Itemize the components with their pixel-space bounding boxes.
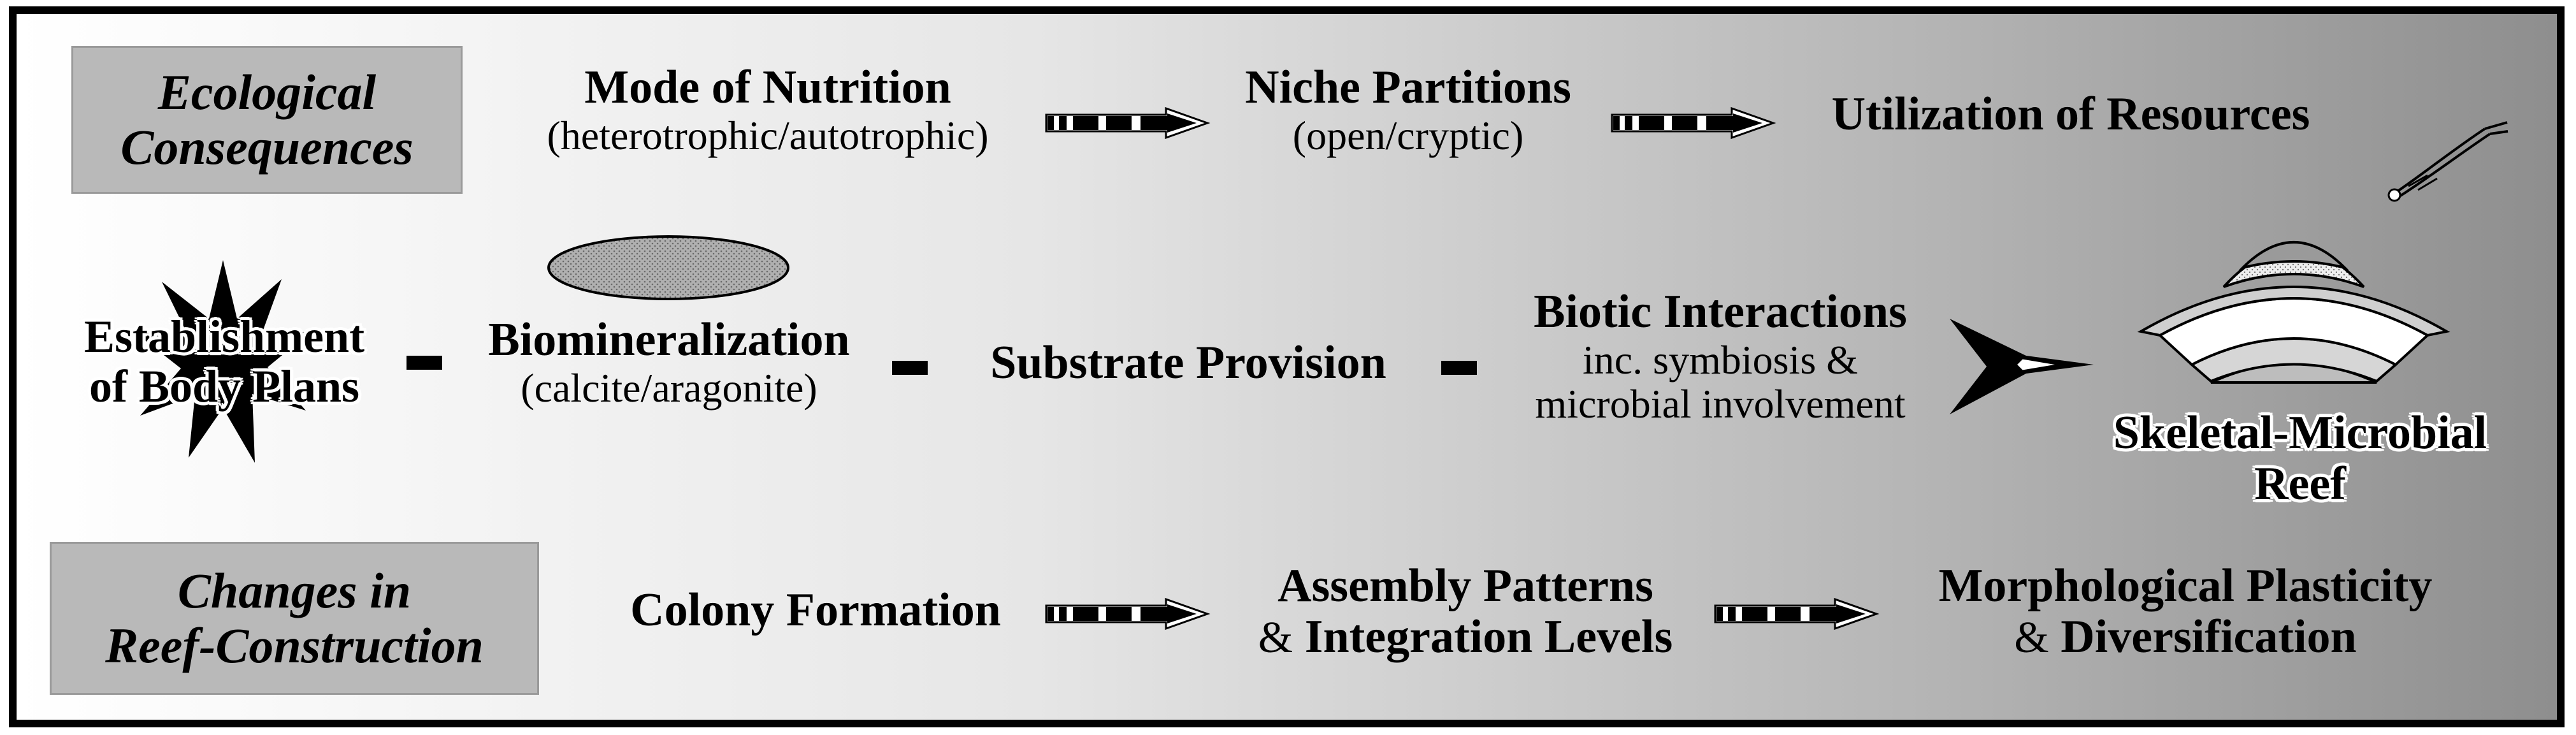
reef-construction-line1: Changes in <box>177 563 412 619</box>
biomineral-ellipse <box>547 235 789 300</box>
diver-icon <box>2387 121 2508 202</box>
connector-dash-2 <box>892 361 928 375</box>
morphological-line1: Morphological Plasticity <box>1938 560 2433 612</box>
assembly-patterns-line2-wrap: & Integration Levels <box>1211 610 1720 663</box>
body-plans-node: Establishment of Body Plans <box>59 312 390 412</box>
colony-formation: Colony Formation <box>630 584 1001 636</box>
integration-levels: Integration Levels <box>1304 610 1673 663</box>
connector-dash-3 <box>1441 361 1477 375</box>
body-plans-line2: of Body Plans <box>89 360 360 412</box>
skeletal-microbial-reef: Skeletal-Microbial Reef <box>2083 407 2517 510</box>
utilization-of-resources: Utilization of Resources <box>1831 88 2310 140</box>
ecological-label-line1: Ecological <box>157 64 377 120</box>
biotic-interactions-node: Biotic Interactions inc. symbiosis & mic… <box>1485 286 1956 427</box>
reef-result-line1: Skeletal-Microbial <box>2113 407 2487 459</box>
body-plans-line1: Establishment <box>83 311 365 362</box>
niche-partitions-node: Niche Partitions (open/cryptic) <box>1211 62 1606 157</box>
dashed-arrow-1 <box>1045 106 1211 140</box>
dashed-arrow-3 <box>1045 597 1211 630</box>
biotic-interactions-sub1: inc. symbiosis & <box>1582 337 1859 382</box>
biomineralization-node: Biomineralization (calcite/aragonite) <box>459 314 879 411</box>
biotic-interactions-title: Biotic Interactions <box>1534 286 1907 338</box>
ecological-consequences-label: Ecological Consequences <box>71 46 463 194</box>
biomineralization-sub: (calcite/aragonite) <box>521 365 817 411</box>
biomineralization-title: Biomineralization <box>488 314 850 366</box>
assembly-amp: & <box>1258 613 1293 662</box>
assembly-patterns-line1: Assembly Patterns <box>1277 560 1653 612</box>
dashed-arrow-2 <box>1611 106 1776 140</box>
diversification: Diversification <box>2061 610 2357 663</box>
reef-mound-icon <box>2137 241 2450 384</box>
dashed-arrow-4 <box>1714 597 1880 630</box>
substrate-provision: Substrate Provision <box>990 337 1386 389</box>
assembly-patterns-node: Assembly Patterns & Integration Levels <box>1211 560 1720 663</box>
morphological-line2-wrap: & Diversification <box>1880 610 2491 663</box>
niche-partitions-sub: (open/cryptic) <box>1292 112 1524 158</box>
starburst-icon <box>134 260 311 463</box>
reef-construction-line2: Reef-Construction <box>105 618 484 673</box>
connector-dash-1 <box>407 356 442 370</box>
morphological-plasticity-node: Morphological Plasticity & Diversificati… <box>1880 560 2491 663</box>
reef-result-line2: Reef <box>2254 457 2346 510</box>
niche-partitions-title: Niche Partitions <box>1245 61 1571 113</box>
mode-of-nutrition-node: Mode of Nutrition (heterotrophic/autotro… <box>503 62 1032 157</box>
mode-of-nutrition-title: Mode of Nutrition <box>584 61 951 113</box>
reef-construction-label: Changes in Reef-Construction <box>50 542 539 695</box>
mode-of-nutrition-sub: (heterotrophic/autotrophic) <box>547 112 989 158</box>
convergence-arrow-icon <box>1950 319 2094 414</box>
biotic-interactions-sub2: microbial involvement <box>1535 381 1906 427</box>
ecological-label-line2: Consequences <box>120 119 414 175</box>
morphological-amp: & <box>2014 613 2049 662</box>
